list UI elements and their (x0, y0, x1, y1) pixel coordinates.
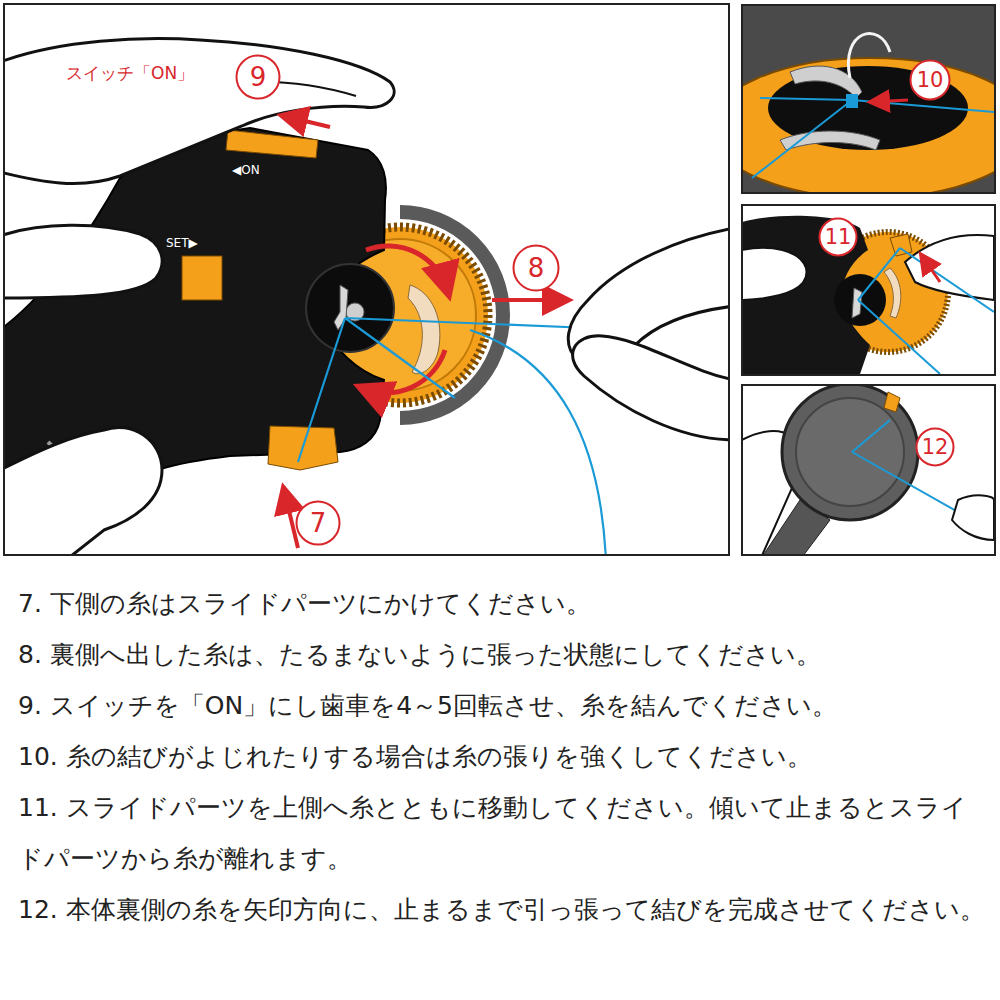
set-button (182, 256, 222, 300)
switch-label: スイッチ「ON」 (66, 62, 194, 85)
thread-loop (848, 33, 890, 78)
panel-frame (742, 5, 995, 193)
panel-ground (743, 206, 994, 374)
instruction-list: 7. 下側の糸はスライドパーツにかけてください。8. 裏側へ出した糸は、たるまな… (18, 578, 986, 935)
device-back (796, 398, 904, 506)
instruction-step: 9. スイッチを「ON」にし歯車を4～5回転させ、糸を結んでください。 (18, 680, 986, 731)
device-marking: ◀ON (232, 163, 260, 177)
device-marking: SET▶ (166, 236, 198, 250)
callout-text: 8 (528, 255, 545, 281)
arrow (922, 256, 940, 282)
instruction-step: 10. 糸の結びがよじれたりする場合は糸の張りを強くしてください。 (18, 731, 986, 782)
switch-slider (226, 130, 318, 158)
callout-text: 12 (922, 437, 949, 458)
thumb (743, 248, 806, 300)
rotation-arrow (362, 350, 445, 393)
hand (5, 427, 162, 554)
arrow (284, 116, 330, 127)
slide-part (890, 234, 912, 256)
thumb (573, 336, 728, 440)
arrow (492, 298, 566, 302)
instruction-step: 12. 本体裏側の糸を矢印方向に、止まるまで引っ張って結びを完成させてください。 (18, 884, 986, 935)
arrow (872, 100, 908, 102)
panel-frame (4, 4, 729, 555)
thread (752, 98, 994, 178)
callout-number: 12 (915, 427, 955, 467)
callout-text: 10 (917, 70, 944, 91)
thread (858, 248, 994, 374)
instruction-step: 7. 下側の糸はスライドパーツにかけてください。 (18, 578, 986, 629)
slide-crescent (884, 268, 901, 318)
callout-circle (911, 61, 950, 100)
callout-text: 7 (310, 510, 327, 536)
slide-part (884, 392, 900, 412)
knot (846, 94, 858, 108)
finger (905, 235, 994, 300)
thread (298, 300, 728, 554)
callout-circle (917, 429, 954, 466)
callout-text: 11 (825, 227, 852, 248)
hook (334, 285, 348, 330)
instruction-step: 11. スライドパーツを上側へ糸とともに移動してください。傾いて止まるとスライド… (18, 782, 986, 884)
callout-circle (297, 502, 340, 545)
gear-hub (306, 264, 394, 352)
callout-number: 11 (818, 217, 858, 257)
hand (5, 39, 394, 184)
detail-panel (743, 386, 994, 554)
slide-crescent (408, 285, 440, 374)
main-illustration (5, 5, 728, 554)
rotation-arrow (366, 246, 448, 292)
gear (743, 58, 994, 192)
detail-panel (743, 206, 994, 374)
callout-circle (514, 246, 559, 291)
device-back (782, 386, 918, 520)
slide-part (780, 131, 880, 150)
panel-frame (742, 385, 995, 555)
callout-circle (820, 219, 857, 256)
panel-frame (742, 205, 995, 375)
callout-number: 10 (909, 59, 951, 101)
callout-text: 9 (250, 64, 267, 90)
callout-number: 9 (235, 54, 281, 100)
callout-circle (237, 56, 280, 99)
callout-number: 8 (512, 244, 560, 292)
thread (852, 420, 958, 512)
callout-number: 7 (295, 500, 341, 546)
instruction-step: 8. 裏側へ出した糸は、たるまないように張った状態にしてください。 (18, 629, 986, 680)
hook (790, 66, 862, 98)
detail-panel (743, 6, 994, 192)
finger (952, 495, 994, 540)
thumb (5, 225, 162, 298)
